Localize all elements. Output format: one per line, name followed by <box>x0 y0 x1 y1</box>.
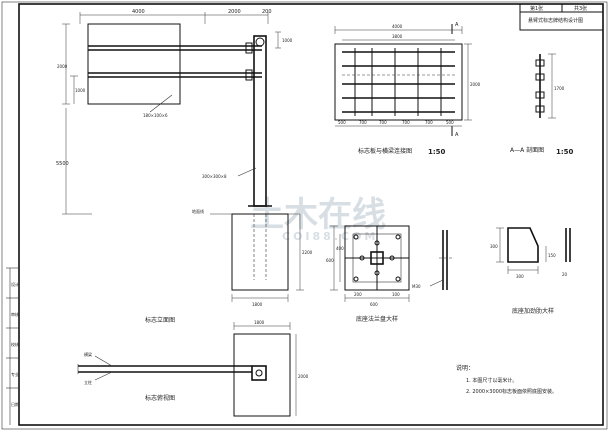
dim-panel-outer: 4000 <box>392 24 403 29</box>
dim-flange-spacing: 200 <box>354 292 362 297</box>
section-a-a: 1700 A—A 剖面图 1:50 <box>510 53 574 156</box>
flange-plate-detail: 600 400 600 200 100 M30 底座法兰盘大样 <box>326 225 452 323</box>
dim-bottom-2: 700 <box>379 120 387 125</box>
dim-section-height: 1700 <box>554 86 565 91</box>
sheet-total: 共3张 <box>574 5 587 12</box>
label-beam-section: 180×100×6 <box>143 113 168 118</box>
dim-rib-height: 300 <box>490 244 498 249</box>
dim-bottom-5: 500 <box>446 120 454 125</box>
rib-view-caption: 底座加劲肋大样 <box>512 307 554 315</box>
stiffener-rib-detail: 300 150 300 20 底座加劲肋大样 <box>490 227 571 315</box>
flange-view-caption: 底座法兰盘大样 <box>356 315 398 323</box>
section-tag-bottom: A <box>455 132 459 138</box>
label-ground-line: 地面线 <box>192 208 204 214</box>
dim-arm-extension: 2000 <box>228 9 241 15</box>
label-bolt-spec: M30 <box>412 284 421 289</box>
label-post-section: 300×300×8 <box>202 174 227 179</box>
dim-lower-height: 1000 <box>75 88 86 93</box>
sign-panel <box>87 23 181 105</box>
dim-bottom-3: 700 <box>402 120 410 125</box>
dim-rib-lower: 150 <box>548 253 556 258</box>
dim-post-top: 200 <box>262 9 272 15</box>
plan-foundation <box>233 333 291 417</box>
inner-frame <box>18 3 604 426</box>
plan-label-beam: 横梁 <box>84 351 92 357</box>
front-view-caption: 标志立面图 <box>145 316 175 324</box>
dim-bottom-4: 700 <box>425 120 433 125</box>
plan-label-post: 立柱 <box>84 379 92 385</box>
rib-outline <box>507 227 539 263</box>
post <box>253 35 267 207</box>
side-label-design: 设计 <box>11 281 19 287</box>
dim-panel-height: 2000 <box>470 82 481 87</box>
dim-foundation-width: 1800 <box>252 302 263 307</box>
note-1: 1. 本图尺寸以毫米计。 <box>466 377 517 384</box>
drawing-title: 悬臂式标志牌结构设计图 <box>528 17 583 24</box>
dim-rib-thickness: 20 <box>562 272 568 277</box>
section-view-scale: 1:50 <box>556 148 574 156</box>
plan-view: 1800 2000 横梁 立柱 标志俯视图 <box>77 320 309 417</box>
dim-bottom-0: 500 <box>338 120 346 125</box>
panel-view-scale: 1:50 <box>428 148 446 156</box>
side-label-review: 审核 <box>11 311 19 317</box>
front-elevation: 4000 2000 200 1000 2000 1000 5500 180×10… <box>56 9 313 324</box>
dim-rib-width: 300 <box>516 274 524 279</box>
svg-text:土木在线: 土木在线 <box>250 195 386 235</box>
dim-flange-inner: 400 <box>336 246 344 251</box>
notes: 说明： 1. 本图尺寸以毫米计。 2. 2000×3000标志板面依照底图安装。 <box>456 364 557 395</box>
dim-bottom-1: 700 <box>359 120 367 125</box>
dim-arm-spacing: 1000 <box>282 38 293 43</box>
dim-flange-edge: 100 <box>392 292 400 297</box>
side-strip: 设计 审核 校核 专业 日期 <box>6 267 19 425</box>
dim-upper-height: 2000 <box>57 64 68 69</box>
dim-plan-depth: 2000 <box>298 374 309 379</box>
panel-outline <box>334 43 463 121</box>
note-2: 2. 2000×3000标志板面依照底图安装。 <box>466 388 557 395</box>
dim-sign-width: 4000 <box>132 9 145 15</box>
panel-view-caption: 标志板与横梁连接图 <box>358 147 412 155</box>
dim-flange-side: 600 <box>326 258 334 263</box>
plan-view-caption: 标志俯视图 <box>145 394 175 402</box>
side-label-date: 日期 <box>11 401 19 407</box>
dim-plan-width: 1800 <box>254 320 265 325</box>
dim-flange-width: 600 <box>370 302 378 307</box>
sheet-number: 第1张 <box>530 5 543 12</box>
dim-clear-height: 5500 <box>56 161 69 167</box>
side-label-check: 校核 <box>11 341 19 347</box>
watermark: 土木在线 COI88.COM <box>250 195 386 243</box>
side-label-discipline: 专业 <box>11 371 19 377</box>
panel-connection-view: 4000 3800 A A 2000 500 700 700 700 700 5… <box>334 22 481 156</box>
dim-panel-inner: 3800 <box>392 34 403 39</box>
section-tag-top: A <box>455 22 459 28</box>
notes-heading: 说明： <box>456 364 474 372</box>
dim-foundation-height: 2200 <box>302 250 313 255</box>
section-view-caption: A—A 剖面图 <box>510 146 544 154</box>
svg-text:COI88.COM: COI88.COM <box>282 230 378 243</box>
foundation <box>231 213 289 291</box>
title-block: 第1张 共3张 悬臂式标志牌结构设计图 <box>519 3 604 31</box>
